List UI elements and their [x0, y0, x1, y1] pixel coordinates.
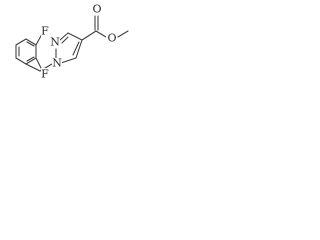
ring-bond-1 — [15, 38, 27, 46]
ring-bond-2 — [25, 38, 37, 46]
benzene-ring — [15, 38, 37, 65]
atom-label-carbonyl-oxygen: O — [92, 3, 101, 16]
triazole-double-bond-c4-c5 — [72, 41, 80, 56]
triazole-bond-c5-n1 — [60, 57, 77, 64]
atom-label-fluorine-bottom: F — [41, 68, 49, 81]
chemical-structure-diagram: F F N N O O — [15, 3, 129, 81]
triazole-bond-n3-c4 — [67, 32, 83, 41]
triazole-double-bond-n2-n3 — [61, 36, 69, 44]
atom-label-nitrogen-n2: N — [50, 36, 60, 49]
triazole-ring — [55, 32, 83, 64]
ring-bond-4 — [25, 57, 37, 65]
ring-double-bond-3 — [26, 56, 35, 62]
bond-ring-ch2 — [25, 63, 41, 72]
bond-carbonyl-o-ester — [95, 30, 107, 38]
atom-label-fluorine-top: F — [41, 25, 49, 38]
methyl-ester-group — [81, 15, 129, 41]
atom-label-nitrogen-n1: N — [52, 57, 62, 70]
triazole-bond-c4-c5 — [75, 39, 83, 59]
triazole-bond-n2-n3 — [59, 32, 69, 41]
atom-label-ester-oxygen: O — [107, 32, 116, 45]
ring-double-bond-2 — [26, 41, 35, 47]
bond-c4-carbonyl — [81, 30, 97, 41]
ring-bond-5 — [15, 57, 27, 65]
bond-o-methyl — [117, 30, 129, 38]
